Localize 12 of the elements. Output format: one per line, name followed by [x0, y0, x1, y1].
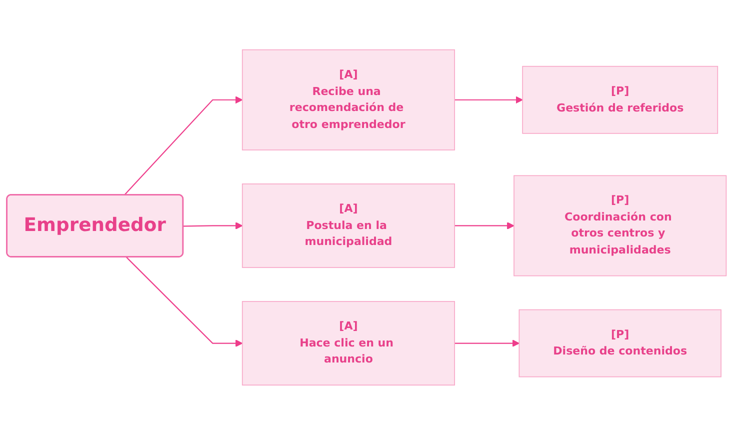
node-box: [A] Postula en la municipalidad: [242, 184, 455, 268]
node-box: [P] Coordinación con otros centros y municipalidades: [514, 175, 727, 276]
node-box: [P] Diseño de contenidos: [518, 309, 722, 378]
node-box: [A] Recibe una recomendación de otro emprendedor: [242, 49, 455, 150]
arrow: [454, 340, 520, 348]
arrow: [126, 256, 243, 348]
node-box: [P] Gestión de referidos: [522, 66, 718, 134]
arrow: [183, 222, 243, 230]
node-box: [A] Hace clic en un anuncio: [242, 301, 455, 386]
arrow: [454, 222, 514, 230]
arrow: [124, 96, 243, 196]
arrow: [454, 96, 523, 104]
